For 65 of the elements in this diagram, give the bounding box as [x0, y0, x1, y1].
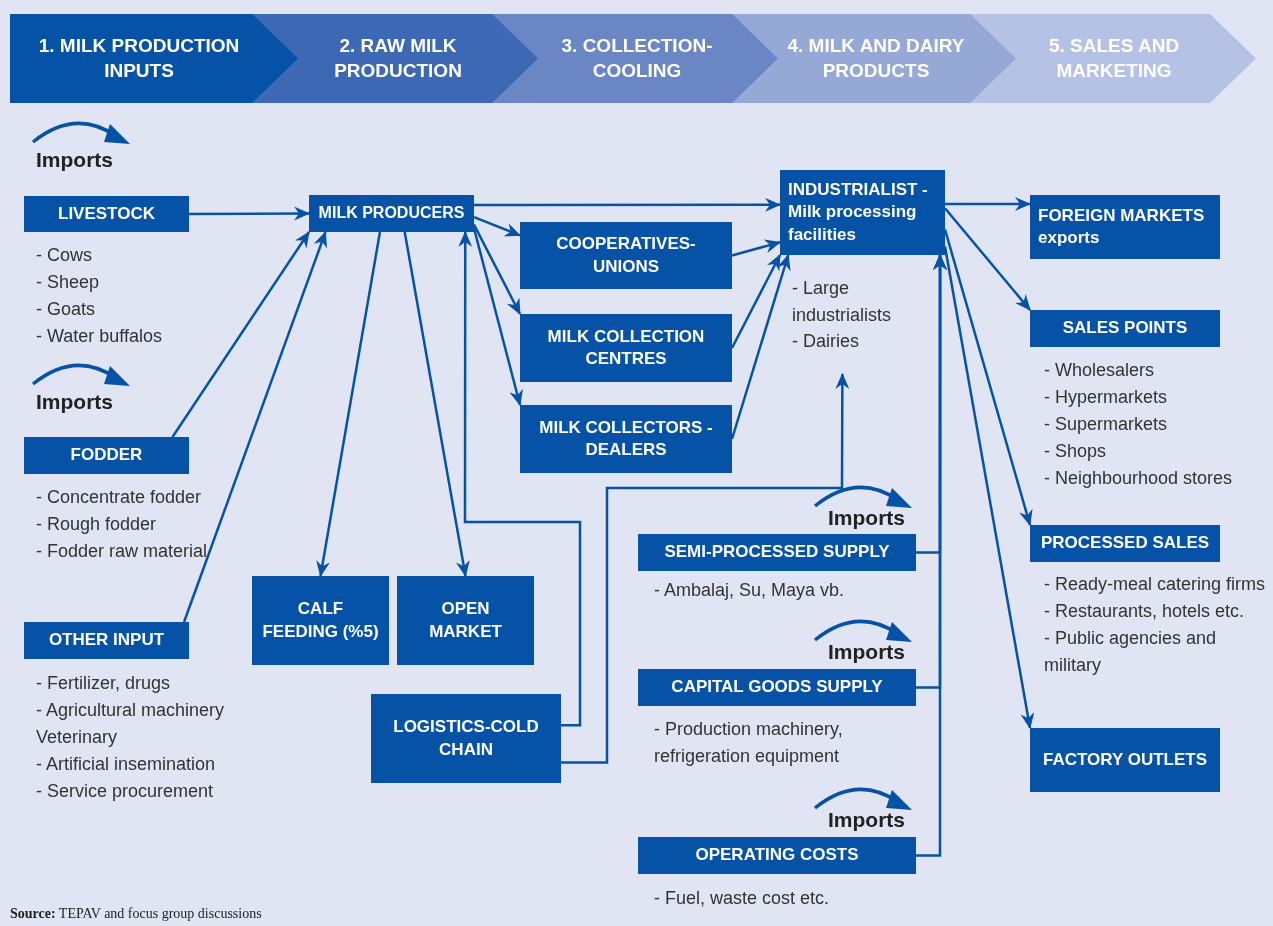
process-box: MILK COLLECTORS - DEALERS [520, 405, 732, 473]
list-item: - Restaurants, hotels etc. [1044, 600, 1246, 623]
process-box: OPEN MARKET [397, 576, 534, 665]
arrow [473, 216, 521, 237]
process-box: CALF FEEDING (%5) [252, 576, 389, 665]
process-box: SALES POINTS [1030, 310, 1220, 347]
process-box: LIVESTOCK [24, 196, 189, 232]
arrow [403, 231, 470, 577]
list-item: - Sheep [36, 271, 101, 294]
list-item: - Fuel, waste cost etc. [654, 887, 831, 910]
stage-header-band: 5. SALES AND MARKETING [970, 14, 1256, 103]
process-box: FODDER [24, 437, 189, 474]
list-item: Veterinary [36, 726, 119, 749]
imports-label: Imports [828, 808, 905, 832]
process-box: SEMI-PROCESSED SUPPLY [638, 534, 916, 571]
list-item: - Public agencies and military [1044, 627, 1218, 677]
arrow [171, 231, 311, 438]
process-box: INDUSTRIALIST - Milk processing facilities [780, 170, 945, 255]
list-item: - Service procurement [36, 780, 215, 803]
arrow [916, 254, 948, 857]
arrow [561, 373, 850, 764]
arrow [944, 207, 1031, 311]
list-item: - Fodder raw material [36, 540, 209, 563]
process-box: FOREIGN MARKETS exports [1030, 195, 1220, 259]
arrow [182, 231, 327, 623]
list-item: - Goats [36, 298, 97, 321]
list-item: - Neighbourhood stores [1044, 467, 1234, 490]
arrow [316, 231, 382, 577]
list-item: - Large industrialists [792, 277, 893, 327]
list-item: - Shops [1044, 440, 1108, 463]
imports-label: Imports [828, 506, 905, 530]
process-box: OPERATING COSTS [638, 837, 916, 874]
list-item: - Hypermarkets [1044, 386, 1169, 409]
list-item: - Ready-meal catering firms [1044, 573, 1267, 596]
process-box: CAPITAL GOODS SUPPLY [638, 669, 916, 706]
list-item: - Agricultural machinery [36, 699, 226, 722]
arrow [189, 206, 310, 221]
imports-label: Imports [36, 148, 113, 172]
list-item: - Concentrate fodder [36, 486, 203, 509]
process-box: COOPERATIVES- UNIONS [520, 222, 732, 289]
stage-header-band: 3. COLLECTION-COOLING [492, 14, 780, 103]
process-box: LOGISTICS-COLD CHAIN [371, 694, 561, 783]
source-note: Source: TEPAV and focus group discussions [10, 906, 262, 922]
list-item: - Production machinery, refrigeration equipment [654, 718, 844, 768]
list-item: - Artificial insemination [36, 753, 217, 776]
list-item: - Cows [36, 244, 93, 267]
process-box: PROCESSED SALES [1030, 525, 1220, 562]
list-item: - Rough fodder [36, 513, 158, 536]
list-item: - Fertilizer, drugs [36, 672, 172, 695]
list-item: - Supermarkets [1044, 413, 1169, 436]
list-item: - Ambalaj, Su, Maya vb. [654, 579, 846, 602]
list-item: - Wholesalers [1044, 359, 1156, 382]
list-item: - Dairies [792, 330, 860, 353]
process-box: FACTORY OUTLETS [1030, 728, 1220, 792]
process-box: OTHER INPUT [24, 622, 189, 659]
process-box: MILK PRODUCERS [309, 195, 474, 232]
arrow [474, 197, 781, 212]
imports-label: Imports [36, 390, 113, 414]
arrow [731, 239, 781, 257]
list-item: - Water buffalos [36, 325, 164, 348]
stage-header-band: 4. MILK AND DAIRY PRODUCTS [732, 14, 1018, 103]
arrow [458, 231, 582, 727]
imports-label: Imports [828, 640, 905, 664]
process-box: MILK COLLECTION CENTRES [520, 314, 732, 382]
arrow [945, 196, 1031, 211]
